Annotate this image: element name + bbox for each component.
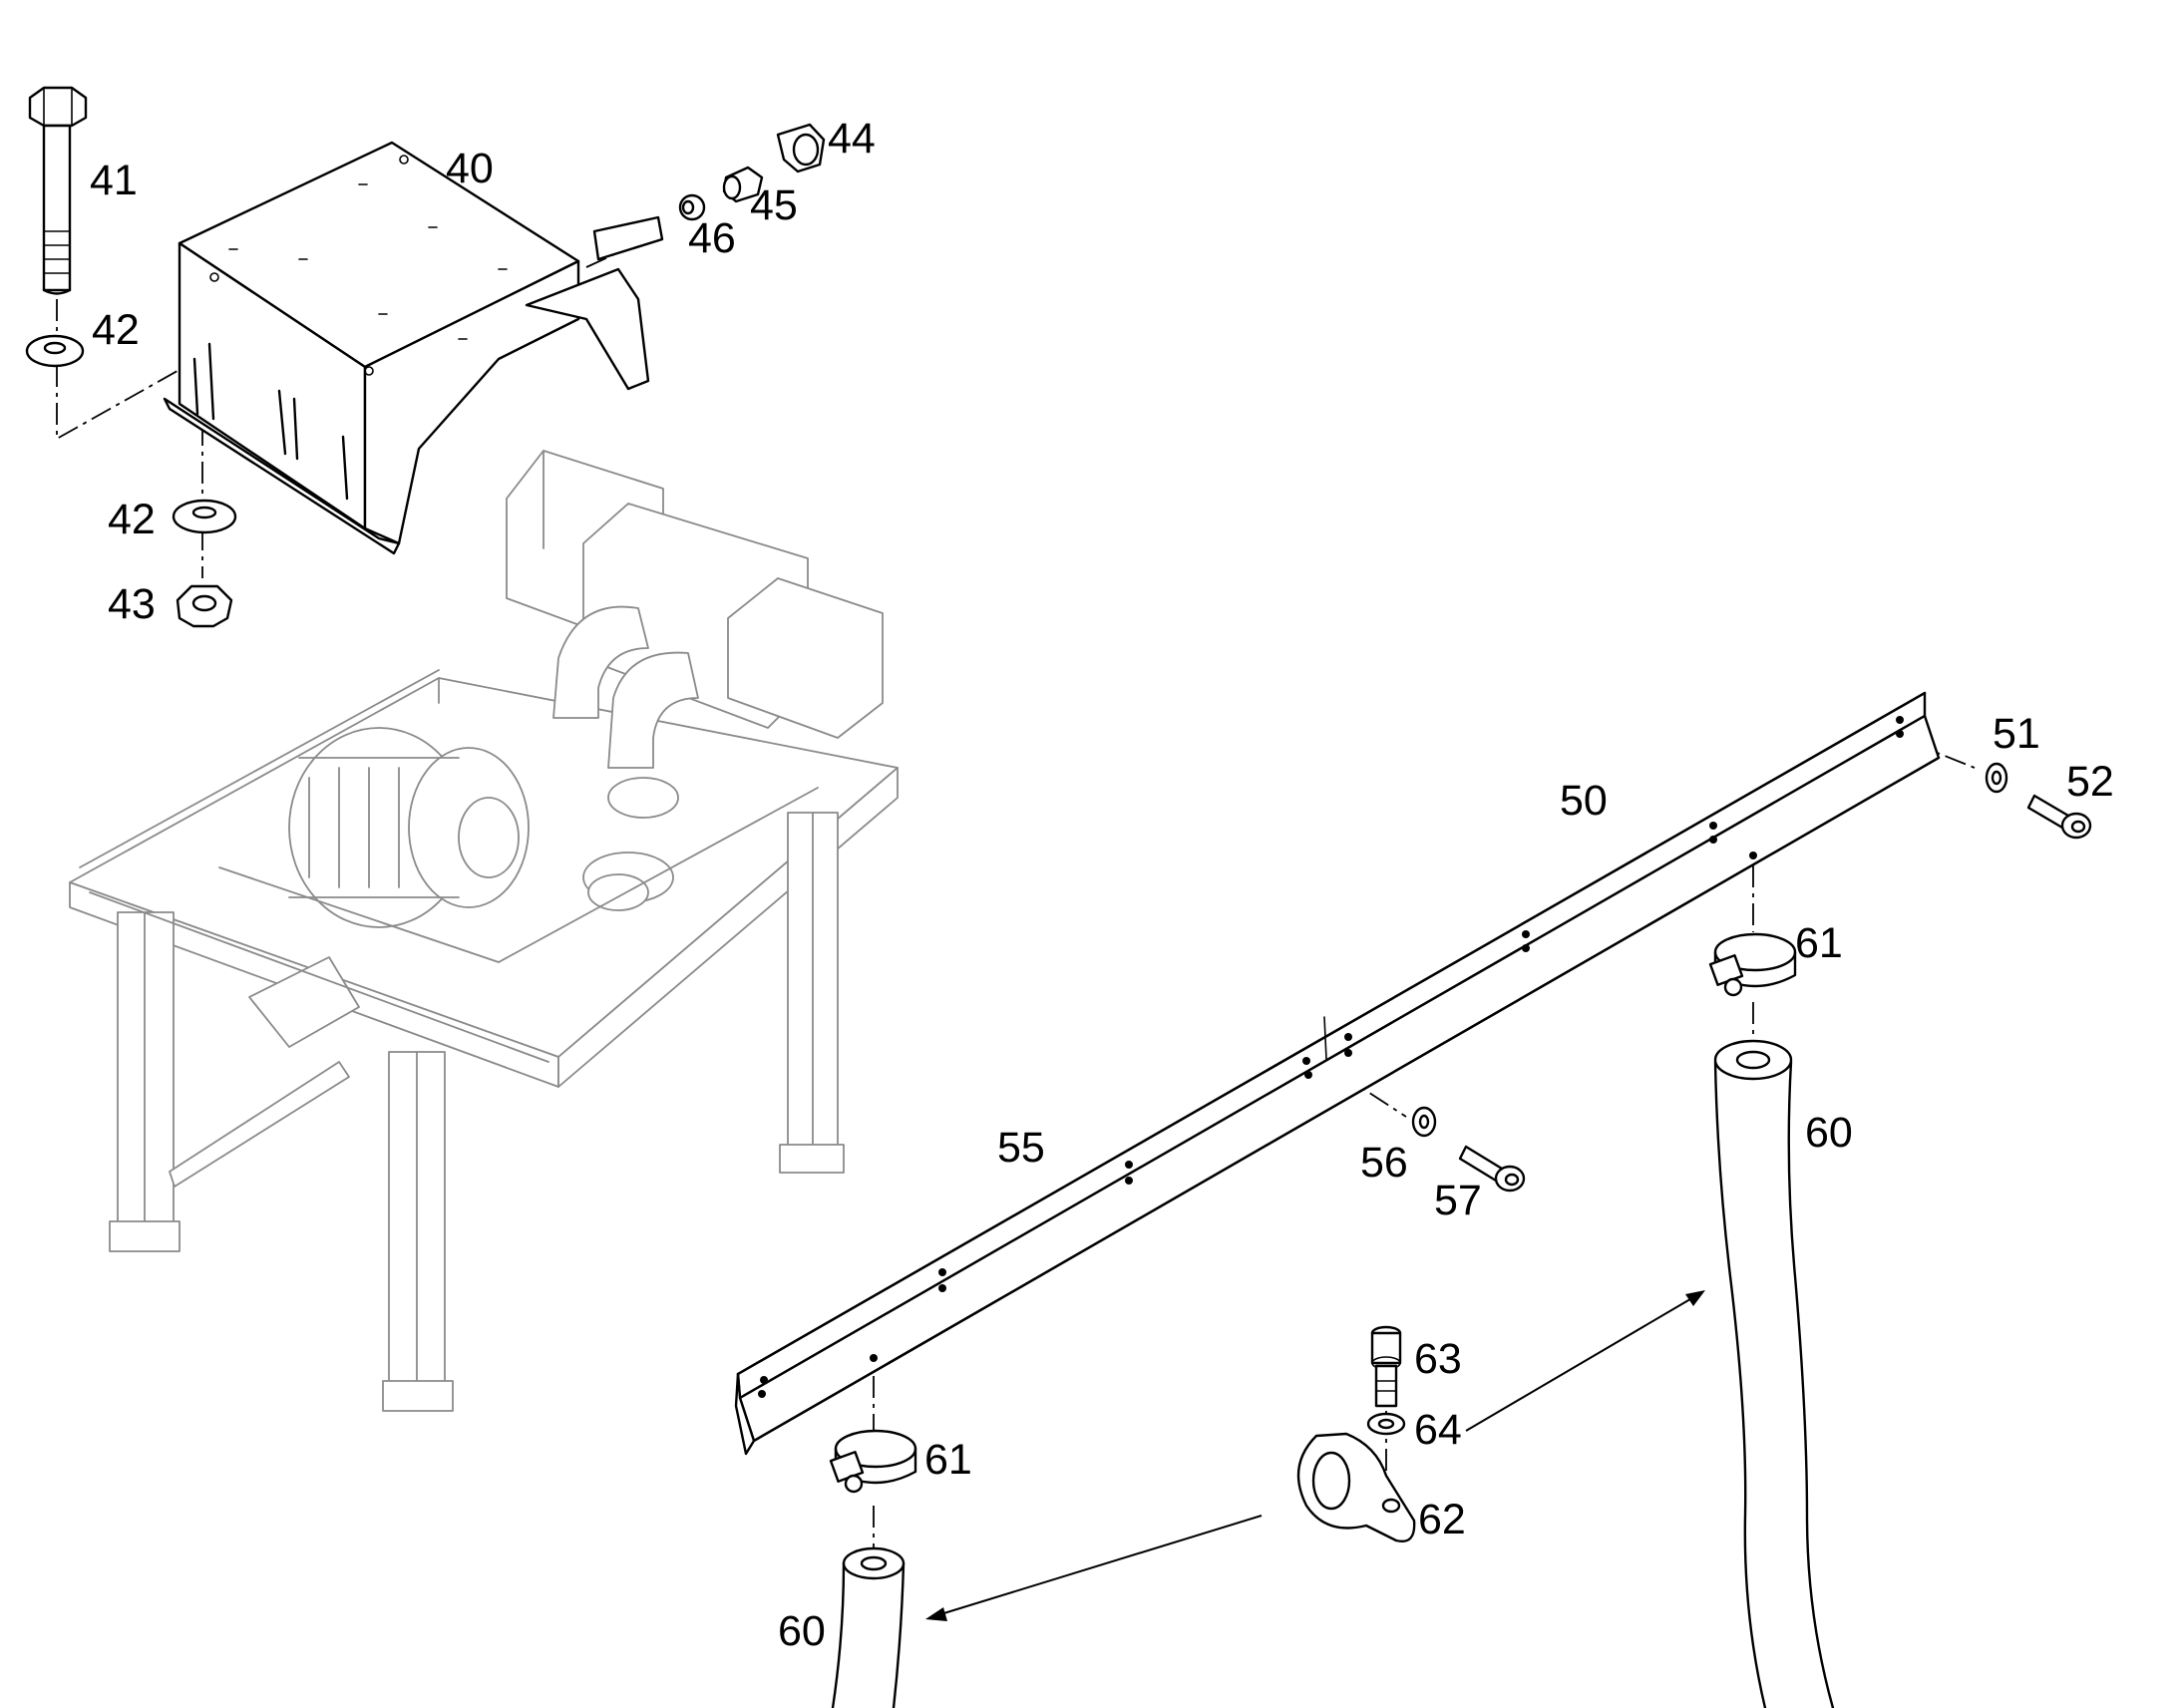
callout-43: 43 [108,580,156,628]
callout-61-right: 61 [1795,919,1843,967]
callout-62: 62 [1418,1496,1466,1543]
callout-45: 45 [750,181,798,229]
callout-41: 41 [90,157,138,204]
callout-60-left: 60 [778,1607,826,1655]
callout-50: 50 [1560,777,1608,825]
part-60-hose-right [1713,1039,1835,1708]
callout-61-left: 61 [924,1436,972,1484]
callout-42-top: 42 [92,306,140,354]
callout-51: 51 [1993,710,2040,758]
callout-40: 40 [446,145,494,192]
part-52-cap-screw [2026,794,2092,840]
part-62-p-clamp [1296,1432,1416,1542]
callout-64: 64 [1414,1406,1462,1454]
callout-44: 44 [828,115,876,163]
callout-52: 52 [2066,758,2114,806]
part-50-55-angle-rail [734,691,1941,1456]
part-64-washer [1366,1412,1406,1436]
part-46-bushing [678,193,706,221]
part-40-cover [163,141,664,555]
callout-56: 56 [1360,1139,1408,1187]
part-56-washer [1411,1106,1437,1138]
part-51-washer [1985,762,2008,794]
callout-57: 57 [1434,1177,1482,1224]
part-57-cap-screw [1458,1145,1526,1193]
part-60-hose-left [831,1546,906,1708]
part-61-hose-clamp-left [829,1429,917,1494]
part-43-hex-nut [176,584,233,628]
callout-60-right: 60 [1805,1109,1853,1157]
callout-labels: 41 40 44 45 46 42 42 43 51 52 50 61 60 5… [90,115,2114,1655]
assembly-arrows [925,1290,1705,1621]
part-42-washer-bottom [172,499,237,534]
part-44-nut [776,123,826,173]
callout-42-bottom: 42 [108,496,156,543]
part-41-hex-bolt [28,86,88,295]
callout-55: 55 [997,1124,1045,1172]
callout-46: 46 [688,214,736,262]
part-45-spacer [722,166,764,203]
part-63-cap-screw [1370,1325,1402,1408]
part-61-hose-clamp-right [1708,932,1797,997]
callout-63: 63 [1414,1335,1462,1383]
part-42-washer-top [25,334,85,368]
base-assembly-machine [69,450,899,1412]
